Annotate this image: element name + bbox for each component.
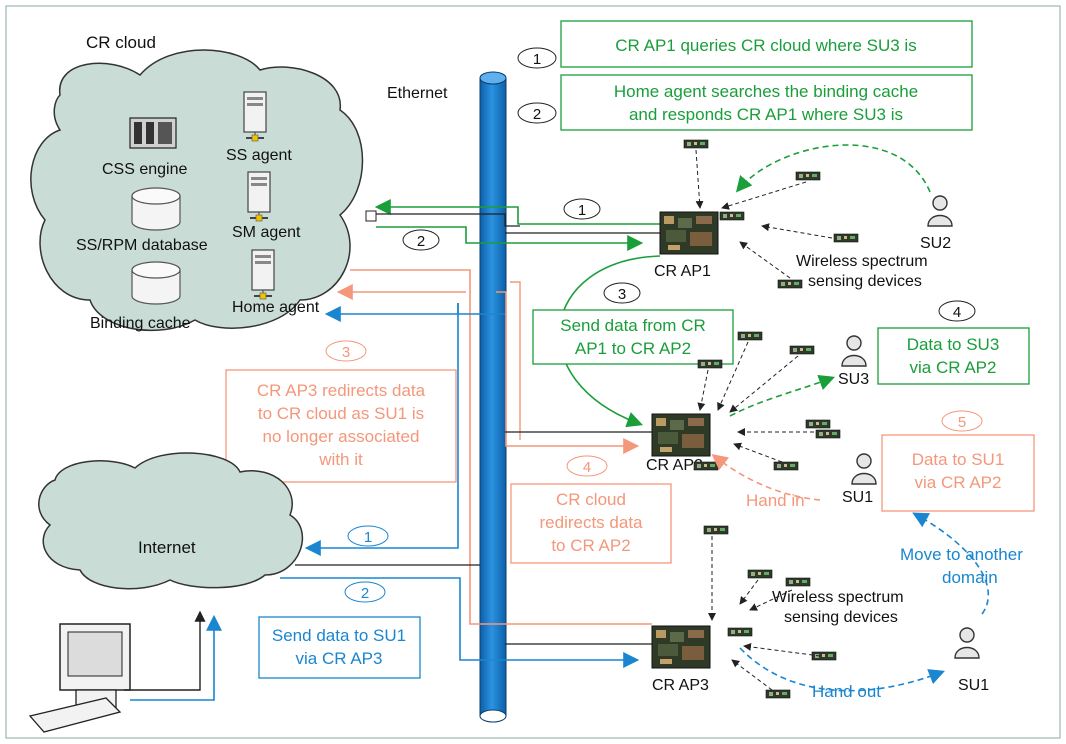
cr-cloud-title: CR cloud (86, 33, 156, 52)
step-o4-badge: 4 (583, 459, 591, 476)
note-o5-line1: Data to SU1 (912, 450, 1005, 469)
note-g1-box (560, 20, 973, 68)
css-engine-icon (129, 117, 177, 149)
note-o3-line3: no longer associated (263, 427, 420, 446)
note-o4-box (510, 483, 672, 564)
ethernet-bus (479, 77, 507, 717)
cr-ap2-label: CR AP2 (646, 457, 703, 474)
note-g1: CR AP1 queries CR cloud where SU3 is (615, 36, 916, 55)
note-o5-box (881, 434, 1035, 512)
su2-label: SU2 (920, 235, 951, 252)
cr-ap1-icon (659, 211, 719, 255)
note-b2-line1: Send data to SU1 (272, 626, 406, 645)
note-o4-line1: CR cloud (556, 490, 626, 509)
step-g4-badge: 4 (953, 304, 961, 321)
note-g3-box (532, 309, 734, 365)
ss-agent-label: SS agent (226, 147, 292, 164)
css-engine-label: CSS engine (102, 161, 187, 178)
cr-ap2-icon (651, 413, 711, 457)
note-o3-line2: to CR cloud as SU1 is (258, 404, 424, 423)
binding-cache-icon (131, 261, 181, 305)
cr-ap3-icon (651, 625, 711, 669)
sensing-top-line2: sensing devices (808, 273, 922, 290)
internet-label: Internet (138, 538, 196, 557)
step-b1-badge: 1 (364, 529, 372, 546)
step-g1b-badge: 1 (578, 202, 586, 219)
note-g4-box (877, 327, 1030, 385)
note-g2-line1: Home agent searches the binding cache (614, 82, 918, 101)
move-line2: domain (942, 568, 998, 587)
note-b2-box (258, 616, 421, 679)
ss-rpm-database-label: SS/RPM database (76, 237, 208, 254)
sensing-bottom-line2: sensing devices (784, 609, 898, 626)
note-g2-box (560, 74, 973, 131)
hand-in-label: Hand in (746, 491, 805, 510)
note-o3-box (225, 369, 457, 483)
step-g2-badge: 2 (533, 106, 541, 123)
sensing-bottom-line1: Wireless spectrum (772, 589, 904, 606)
note-g3-line1: Send data from CR (560, 316, 706, 335)
note-g2-line2: and responds CR AP1 where SU3 is (629, 105, 903, 124)
su1-lower-label: SU1 (958, 677, 989, 694)
note-g4-line1: Data to SU3 (907, 335, 1000, 354)
note-o4-line2: redirects data (540, 513, 644, 532)
step-g2b-badge: 2 (417, 233, 425, 250)
step-g1-badge: 1 (533, 51, 541, 68)
note-o5-line2: via CR AP2 (915, 473, 1002, 492)
note-o3-line1: CR AP3 redirects data (257, 381, 426, 400)
step-o5-badge: 5 (958, 414, 966, 431)
note-o3-line4: with it (318, 450, 363, 469)
step-o3-badge: 3 (342, 344, 350, 361)
hand-out-label: Hand out (812, 682, 881, 701)
sm-agent-label: SM agent (232, 224, 301, 241)
ss-rpm-database-icon (131, 187, 181, 231)
computer-icon (28, 623, 131, 733)
binding-cache-label: Binding cache (90, 315, 191, 332)
step-g3-badge: 3 (618, 286, 626, 303)
internet-cloud-shape (38, 452, 304, 590)
step-b2-badge: 2 (361, 585, 369, 602)
su3-label: SU3 (838, 371, 869, 388)
cr-cloud-shape (30, 49, 364, 332)
su1-upper-label: SU1 (842, 489, 873, 506)
home-agent-label: Home agent (232, 299, 320, 316)
ethernet-label: Ethernet (387, 85, 448, 102)
cr-ap3-label: CR AP3 (652, 677, 709, 694)
note-g4-line2: via CR AP2 (910, 358, 997, 377)
note-b2-line2: via CR AP3 (296, 649, 383, 668)
note-g3-line2: AP1 to CR AP2 (575, 339, 691, 358)
move-line1: Move to another (900, 545, 1023, 564)
note-o4-line3: to CR AP2 (551, 536, 630, 555)
sensing-top-line1: Wireless spectrum (796, 253, 928, 270)
cr-ap1-label: CR AP1 (654, 263, 711, 280)
